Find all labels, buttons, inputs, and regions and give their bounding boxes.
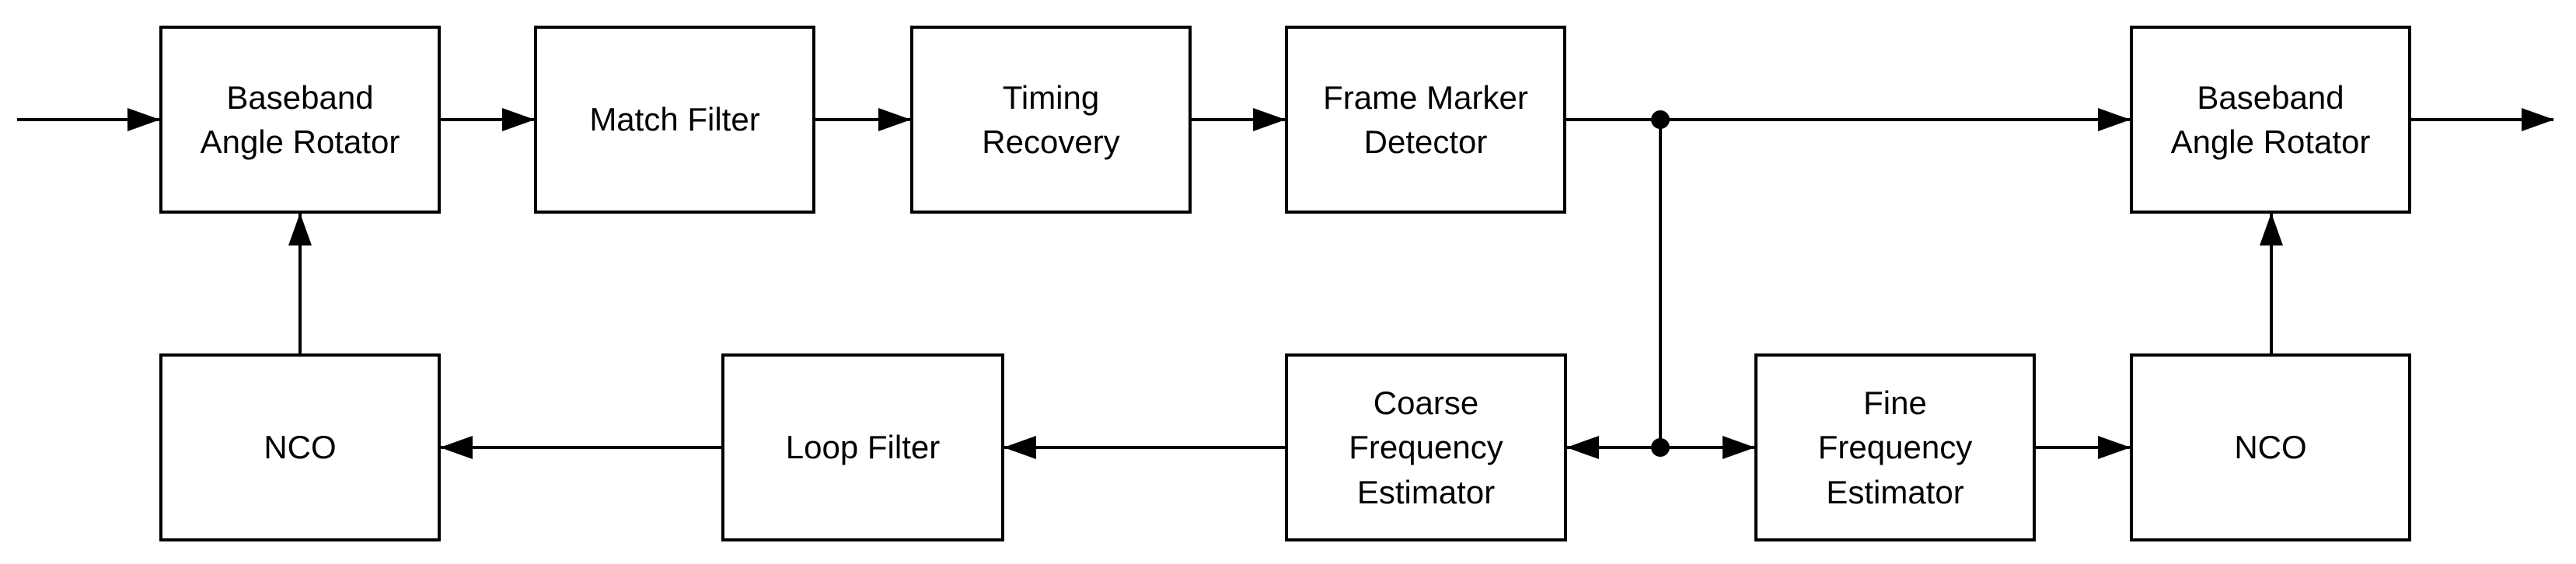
block-baseband-angle-rotator-left: Baseband Angle Rotator [159,26,441,214]
block-label: NCO [2234,429,2307,466]
block-label: Fine Frequency Estimator [1817,385,1973,510]
block-label: Coarse Frequency Estimator [1349,385,1503,510]
block-label: Frame Marker Detector [1323,78,1528,160]
block-nco-right: NCO [2130,353,2411,541]
block-coarse-frequency-estimator: Coarse Frequency Estimator [1285,353,1567,541]
block-nco-left: NCO [159,353,441,541]
block-baseband-angle-rotator-right: Baseband Angle Rotator [2130,26,2411,214]
block-fine-frequency-estimator: Fine Frequency Estimator [1754,353,2036,541]
block-loop-filter: Loop Filter [721,353,1004,541]
junction-dot-top [1651,110,1670,129]
block-label: Baseband Angle Rotator [200,78,400,160]
junction-dot-bottom [1651,438,1670,457]
block-match-filter: Match Filter [534,26,815,214]
block-label: Baseband Angle Rotator [2170,78,2371,160]
block-label: Loop Filter [785,429,941,466]
block-frame-marker-detector: Frame Marker Detector [1285,26,1566,214]
block-timing-recovery: Timing Recovery [910,26,1192,214]
block-label: Match Filter [589,101,760,138]
block-label: NCO [264,429,337,466]
block-label: Timing Recovery [982,78,1120,160]
